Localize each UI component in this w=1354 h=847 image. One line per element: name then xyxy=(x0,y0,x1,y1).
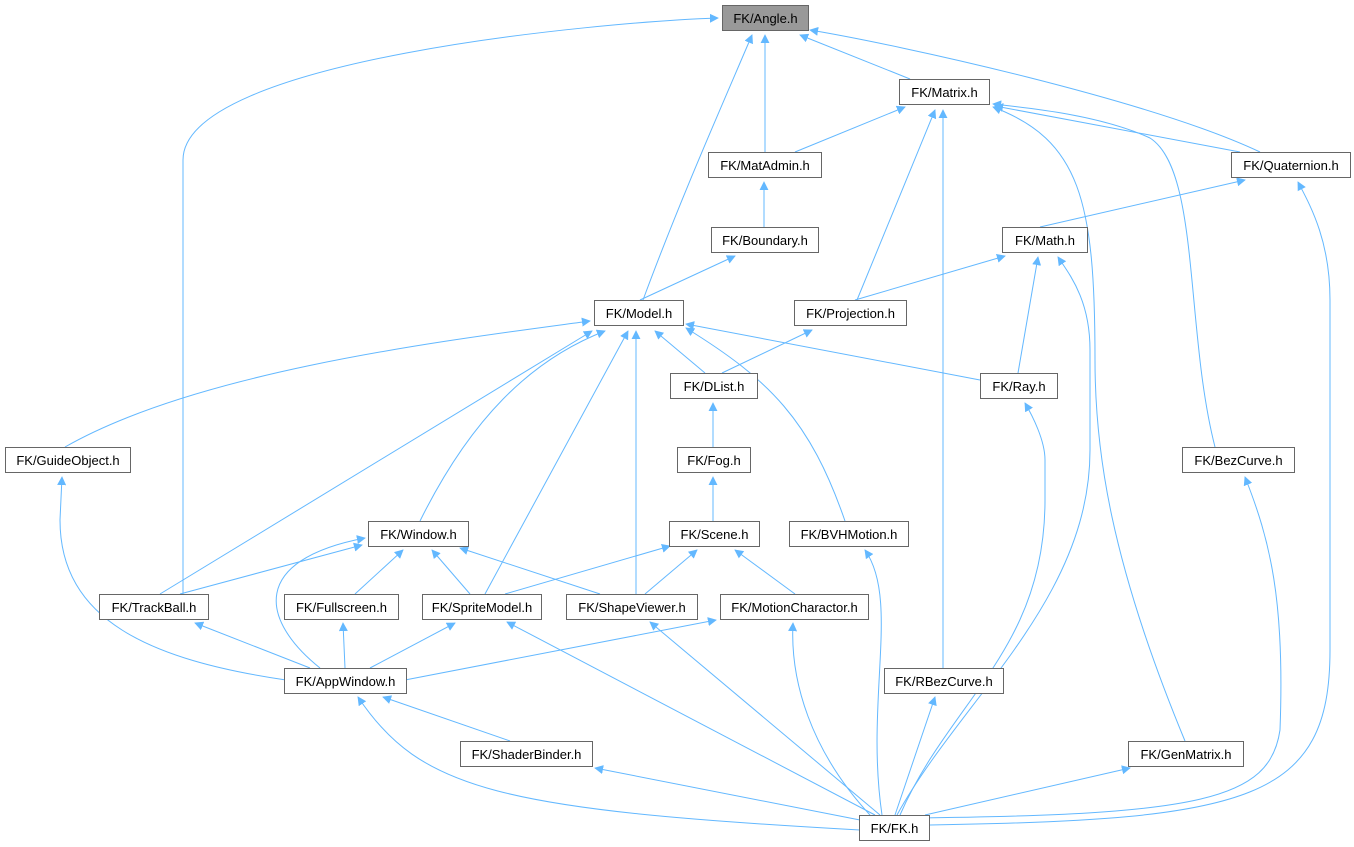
node-matrix[interactable]: FK/Matrix.h xyxy=(899,79,990,105)
edge-dlist-to-projection xyxy=(721,329,813,374)
edge-matadmin-to-matrix xyxy=(794,105,906,153)
node-fk[interactable]: FK/FK.h xyxy=(859,815,930,841)
edge-shapeviewer-to-scene xyxy=(644,549,698,595)
edge-math-to-quaternion xyxy=(1039,177,1246,228)
edge-fk-to-bvhmotion xyxy=(864,549,883,816)
node-motioncharactor[interactable]: FK/MotionCharactor.h xyxy=(720,594,869,620)
node-matadmin[interactable]: FK/MatAdmin.h xyxy=(708,152,822,178)
edge-trackball-to-window xyxy=(179,542,363,595)
edge-fk-to-shapeviewer xyxy=(649,621,881,816)
node-shaderbinder[interactable]: FK/ShaderBinder.h xyxy=(460,741,593,767)
node-projection[interactable]: FK/Projection.h xyxy=(794,300,907,326)
edge-fk-to-shaderbinder xyxy=(594,765,861,821)
edge-model-to-boundary xyxy=(639,255,736,301)
edge-fk-to-quaternion xyxy=(929,181,1331,826)
node-rbezcurve[interactable]: FK/RBezCurve.h xyxy=(884,668,1004,694)
edge-spritemodel-to-window xyxy=(431,549,471,595)
edge-fk-to-math xyxy=(896,256,1091,816)
node-quaternion[interactable]: FK/Quaternion.h xyxy=(1231,152,1351,178)
edge-quaternion-to-angle xyxy=(809,26,1261,153)
edge-fk-to-ray xyxy=(899,402,1046,816)
edge-fullscreen-to-window xyxy=(354,549,404,595)
edge-dlist-to-model xyxy=(654,330,706,374)
node-angle[interactable]: FK/Angle.h xyxy=(722,5,809,31)
node-fullscreen[interactable]: FK/Fullscreen.h xyxy=(284,594,399,620)
node-bezcurve[interactable]: FK/BezCurve.h xyxy=(1182,447,1295,473)
node-scene[interactable]: FK/Scene.h xyxy=(669,521,760,547)
edge-bezcurve-to-matrix xyxy=(992,100,1216,448)
edge-appwindow-to-spritemodel xyxy=(369,622,456,669)
edge-bvhmotion-to-model xyxy=(685,327,846,522)
node-guideobject[interactable]: FK/GuideObject.h xyxy=(5,447,131,473)
edge-fk-to-motioncharactor xyxy=(788,622,871,816)
edge-fk-to-appwindow xyxy=(357,696,861,831)
edge-guideobject-to-model xyxy=(64,317,591,448)
edge-appwindow-to-guideobject xyxy=(57,476,287,681)
node-window[interactable]: FK/Window.h xyxy=(368,521,469,547)
edge-matrix-to-angle xyxy=(799,33,911,80)
edge-ray-to-model xyxy=(685,321,981,381)
node-spritemodel[interactable]: FK/SpriteModel.h xyxy=(422,594,542,620)
node-bvhmotion[interactable]: FK/BVHMotion.h xyxy=(789,521,909,547)
edge-shaderbinder-to-appwindow xyxy=(382,695,511,742)
edge-appwindow-to-window xyxy=(275,535,366,669)
edge-fk-to-genmatrix xyxy=(924,765,1131,816)
edge-window-to-model xyxy=(419,329,606,522)
node-math[interactable]: FK/Math.h xyxy=(1002,227,1088,253)
node-model[interactable]: FK/Model.h xyxy=(594,300,684,326)
edge-shapeviewer-to-window xyxy=(459,546,601,595)
edge-trackball-to-angle xyxy=(182,13,719,594)
node-dlist[interactable]: FK/DList.h xyxy=(670,373,758,399)
edge-fk-to-spritemodel xyxy=(506,621,876,816)
edge-fk-to-rbezcurve xyxy=(894,696,937,816)
edge-projection-to-matrix xyxy=(856,109,937,301)
edge-quaternion-to-matrix xyxy=(994,103,1241,153)
edge-spritemodel-to-scene xyxy=(504,543,671,595)
edge-genmatrix-to-matrix xyxy=(992,105,1186,742)
edge-appwindow-to-fullscreen xyxy=(338,622,348,669)
edge-appwindow-to-trackball xyxy=(194,621,311,669)
node-appwindow[interactable]: FK/AppWindow.h xyxy=(284,668,407,694)
node-fog[interactable]: FK/Fog.h xyxy=(677,447,751,473)
edge-motioncharactor-to-scene xyxy=(734,549,796,595)
edge-trackball-to-model xyxy=(159,330,593,595)
edge-ray-to-math xyxy=(1017,256,1042,374)
edge-projection-to-math xyxy=(854,253,1006,301)
edge-spritemodel-to-model xyxy=(484,330,629,595)
node-boundary[interactable]: FK/Boundary.h xyxy=(711,227,819,253)
node-genmatrix[interactable]: FK/GenMatrix.h xyxy=(1128,741,1244,767)
edge-fk-to-bezcurve xyxy=(911,476,1282,819)
node-shapeviewer[interactable]: FK/ShapeViewer.h xyxy=(566,594,698,620)
node-ray[interactable]: FK/Ray.h xyxy=(980,373,1058,399)
node-trackball[interactable]: FK/TrackBall.h xyxy=(99,594,209,620)
edge-model-to-angle xyxy=(642,34,753,301)
